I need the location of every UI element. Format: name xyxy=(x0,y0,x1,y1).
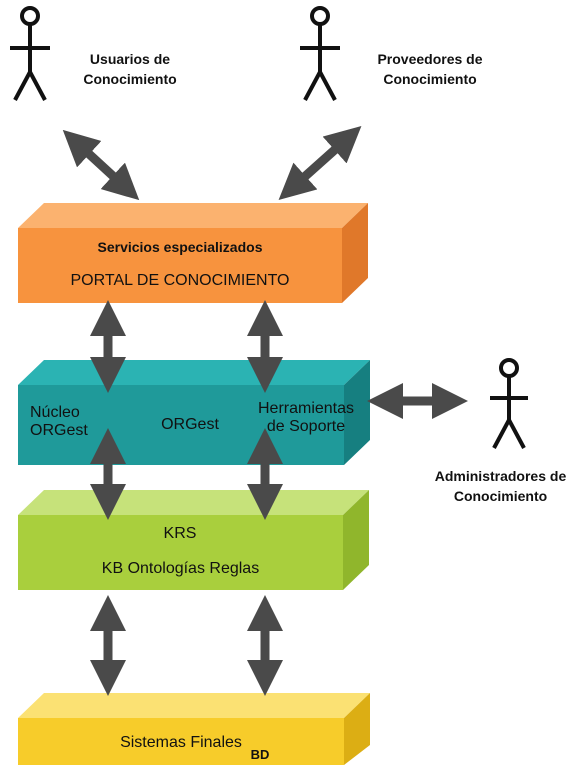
krs-title: KRS xyxy=(163,525,197,542)
admins-label: Administradores de Conocimiento xyxy=(434,468,567,504)
provider-actor-icon xyxy=(300,6,340,101)
orgest-support-tools-label: Herramientas de Soporte xyxy=(257,400,355,436)
arrow-providers-portal xyxy=(278,126,362,200)
portal-subtitle: PORTAL DE CONOCIMIENTO xyxy=(70,272,290,289)
portal-title: Servicios especializados xyxy=(97,239,263,255)
user-actor-icon xyxy=(10,6,50,101)
providers-label: Proveedores de Conocimiento xyxy=(377,51,483,87)
final-systems-layer-box xyxy=(18,693,370,765)
admin-actor-icon xyxy=(490,358,528,449)
arrow-users-portal xyxy=(62,129,140,201)
portal-layer-box xyxy=(18,203,368,303)
database-label: BD xyxy=(250,747,270,762)
users-label: Usuarios de Conocimiento xyxy=(83,51,177,87)
final-systems-title: Sistemas Finales xyxy=(120,734,242,751)
krs-subtitle: KB Ontologías Reglas xyxy=(101,560,260,577)
orgest-center-label: ORGest xyxy=(161,416,219,433)
orgest-core-label: Núcleo ORGest xyxy=(30,404,88,440)
